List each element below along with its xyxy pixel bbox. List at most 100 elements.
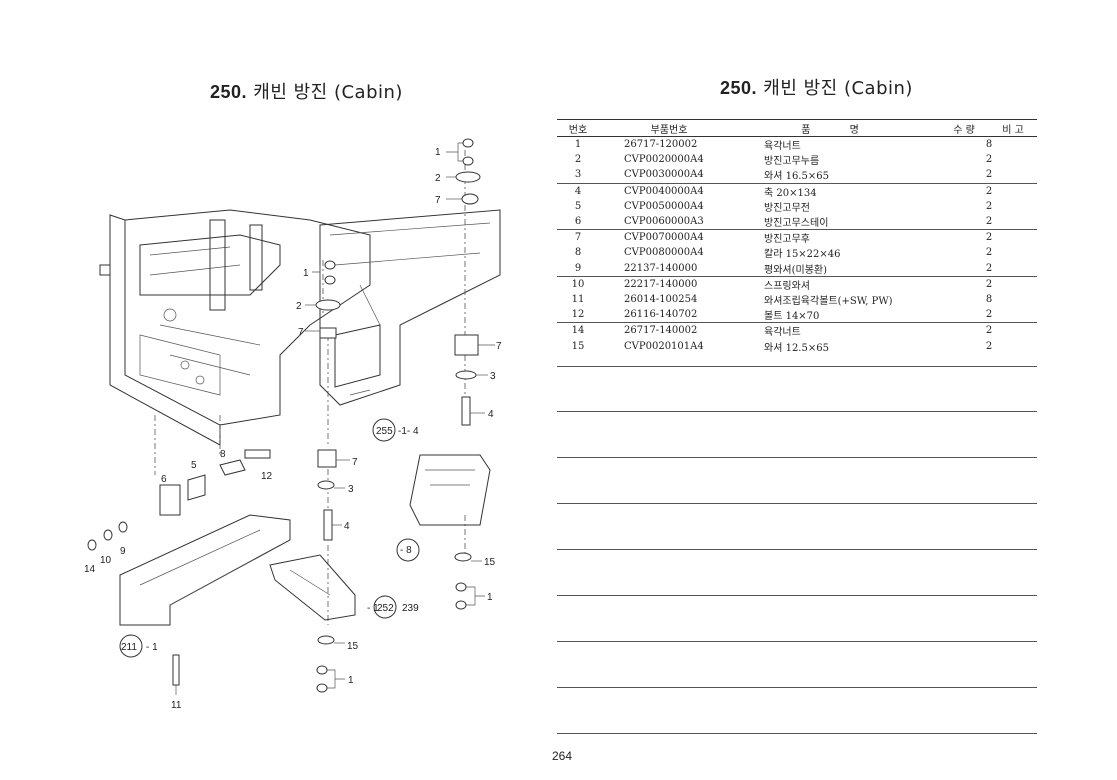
table-rule xyxy=(557,595,1037,596)
cell-part-no: 26116-140702 xyxy=(624,309,698,321)
cell-no: 4 xyxy=(574,185,582,197)
cell-name: 와셔조립육각볼트(+SW, PW) xyxy=(764,295,893,307)
cell-name: 스프링와셔 xyxy=(764,280,810,292)
callout-label: 1 xyxy=(303,268,309,279)
cell-qty: 8 xyxy=(985,293,993,305)
callout-label: 7 xyxy=(496,341,502,352)
cell-name: 육각너트 xyxy=(764,327,801,339)
cell-part-no: CVP0080000A4 xyxy=(624,247,704,259)
title-number: 250. xyxy=(210,82,248,102)
header-part-no: 부품번호 xyxy=(650,124,688,136)
callout-label: 2 xyxy=(435,173,441,184)
cell-qty: 2 xyxy=(985,169,993,181)
cell-qty: 2 xyxy=(985,340,993,352)
cell-part-no: 26014-100254 xyxy=(624,293,698,305)
callout-label: 252 xyxy=(377,603,394,614)
callout-labels: 1 2 7 1 2 7 7 3 4 255 -1- 4 7 3 4 8 5 12… xyxy=(84,147,502,711)
cell-qty: 2 xyxy=(985,154,993,166)
callout-label: 8 xyxy=(220,449,226,460)
callout-label: 12 xyxy=(261,471,273,482)
cell-part-no: CVP0020101A4 xyxy=(624,340,704,352)
cell-name: 와셔 16.5×65 xyxy=(764,171,829,183)
cell-qty: 2 xyxy=(985,185,993,197)
callout-label: 1 xyxy=(435,147,441,158)
table-rule xyxy=(557,503,1037,504)
header-name: 품 명 xyxy=(801,124,877,136)
callout-label: 3 xyxy=(348,484,354,495)
title-text: 캐빈 방진 (Cabin) xyxy=(253,82,403,103)
callout-label: 15 xyxy=(484,557,496,568)
exploded-parts-diagram: 1 2 7 1 2 7 7 3 4 255 -1- 4 7 3 4 8 5 12… xyxy=(84,138,502,711)
callout-label: 11 xyxy=(171,700,182,711)
cell-no: 9 xyxy=(574,262,582,274)
callout-label: 9 xyxy=(120,546,126,557)
diagram-title: 250. 캐빈 방진 (Cabin) xyxy=(210,78,403,104)
cell-part-no: CVP0060000A3 xyxy=(624,216,704,228)
cell-qty: 2 xyxy=(985,262,993,274)
cell-part-no: 26717-140002 xyxy=(624,325,698,337)
callout-label: - 8 xyxy=(400,545,412,556)
cell-no: 6 xyxy=(574,216,582,228)
mount-stack-top xyxy=(446,138,481,205)
cell-name: 방진고무전 xyxy=(764,202,810,214)
cell-no: 5 xyxy=(574,200,582,212)
cabin-frame xyxy=(99,209,371,446)
callout-label: 7 xyxy=(352,457,358,468)
mount-stack-center xyxy=(269,449,356,693)
cell-part-no: CVP0040000A4 xyxy=(624,185,704,197)
callout-label: 3 xyxy=(490,371,496,382)
cell-part-no: CVP0020000A4 xyxy=(624,154,704,166)
callout-label: 10 xyxy=(100,555,112,566)
cell-qty: 2 xyxy=(985,309,993,321)
cell-name: 평와셔(미봉환) xyxy=(764,264,828,276)
callout-label: 5 xyxy=(191,460,197,471)
cell-part-no: 26717-120002 xyxy=(624,139,698,151)
callout-label: - 1 xyxy=(146,642,158,653)
cell-part-no: CVP0070000A4 xyxy=(624,232,704,244)
cell-part-no: CVP0050000A4 xyxy=(624,200,704,212)
header-remark: 비 고 xyxy=(1002,124,1024,136)
table-row: 15 CVP0020101A4 와셔 12.5×65 2 xyxy=(557,338,1037,354)
callout-label: 4 xyxy=(488,409,494,420)
header-qty: 수 량 xyxy=(953,124,975,136)
cell-qty: 2 xyxy=(985,278,993,290)
cell-no: 15 xyxy=(571,340,585,352)
cell-no: 12 xyxy=(571,309,585,321)
table-row: 4 CVP0040000A4 축 20×134 2 xyxy=(557,182,1037,199)
table-title: 250. 캐빈 방진 (Cabin) xyxy=(720,74,913,100)
cell-name: 축 20×134 xyxy=(764,187,817,199)
table-rule xyxy=(557,411,1037,412)
callout-label: 4 xyxy=(344,521,350,532)
callout-label: 239 xyxy=(402,603,419,614)
cell-part-no: 22137-140000 xyxy=(624,262,698,274)
table-rule xyxy=(557,366,1037,367)
bracket-assembly xyxy=(87,449,291,695)
callout-label: 211 xyxy=(121,642,137,653)
cell-qty: 2 xyxy=(985,200,993,212)
table-row: 5 CVP0050000A4 방진고무전 2 xyxy=(557,199,1037,214)
cell-no: 3 xyxy=(574,169,582,181)
callout-label: 7 xyxy=(298,327,304,338)
page-number: 264 xyxy=(552,749,573,763)
cell-name: 육각너트 xyxy=(764,141,801,153)
cell-no: 1 xyxy=(574,139,582,151)
title-text: 캐빈 방진 (Cabin) xyxy=(763,78,913,99)
mount-stack-mid xyxy=(305,260,341,339)
table-rule xyxy=(557,687,1037,688)
title-number: 250. xyxy=(720,78,758,98)
callout-label: 255 xyxy=(376,426,393,437)
cell-qty: 2 xyxy=(985,247,993,259)
cell-name: 와셔 12.5×65 xyxy=(764,342,829,354)
cell-no: 10 xyxy=(571,278,585,290)
callout-label: 7 xyxy=(435,195,441,206)
cell-name: 방진고무스테이 xyxy=(764,218,829,230)
cell-no: 11 xyxy=(571,293,585,305)
